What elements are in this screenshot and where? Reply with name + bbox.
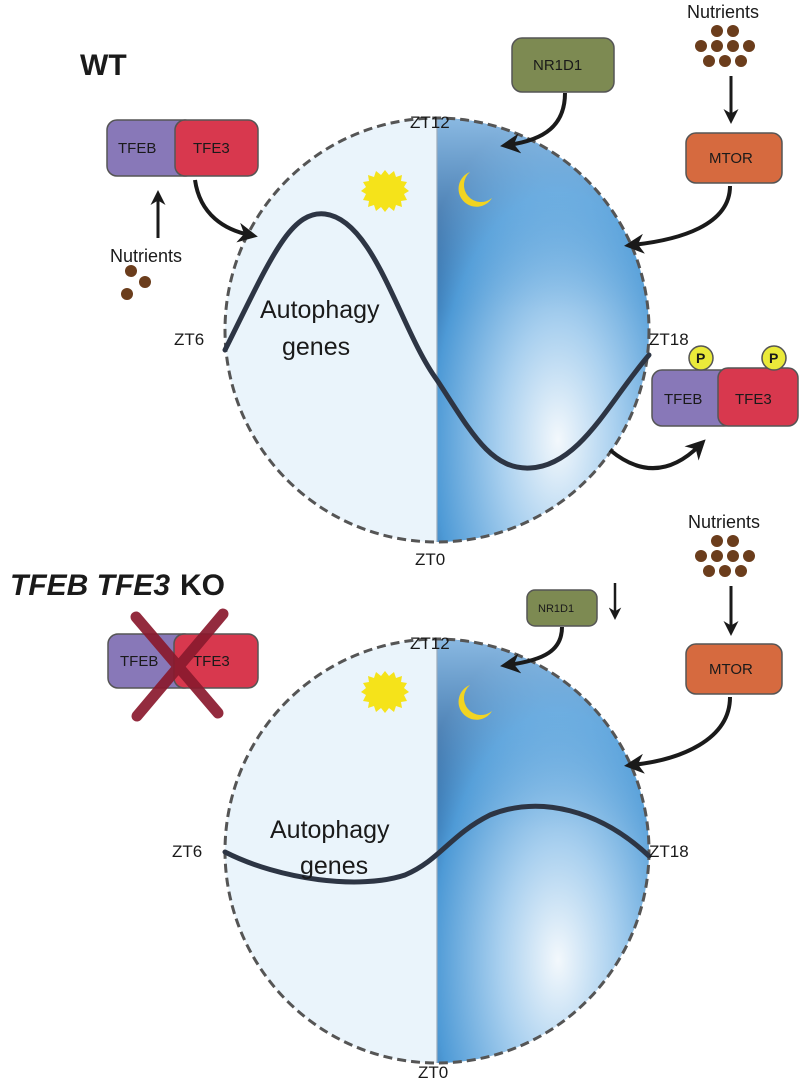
ko-tfeb-label: TFEB xyxy=(120,653,158,670)
wt-clock-border xyxy=(223,116,651,544)
wt-phospho-tfe3-box xyxy=(717,367,799,427)
ko-mtor-box: MTOR xyxy=(685,643,783,695)
wt-tfeb-label: TFEB xyxy=(118,140,156,157)
wt-mtor-label: MTOR xyxy=(709,150,753,167)
sun-icon xyxy=(361,170,409,212)
ko-zt18-label: ZT18 xyxy=(649,842,689,861)
ko-tfe3-label: TFE3 xyxy=(193,653,230,670)
wt-autophagy-curve xyxy=(222,211,652,471)
ko-nutrient-dots xyxy=(695,535,755,577)
wt-phospho-badge-tfe3 xyxy=(761,345,787,371)
wt-curve-label-1: Autophagy xyxy=(260,296,380,324)
wt-zt0-label: ZT0 xyxy=(415,550,445,569)
wt-phospho-tfe3-label: TFE3 xyxy=(735,391,772,408)
ko-autophagy-curve xyxy=(222,803,652,885)
wt-phospho-tfeb-label: TFEB xyxy=(664,391,702,408)
wt-nutrients-left-label: Nutrients xyxy=(110,246,182,266)
ko-zt12-label: ZT12 xyxy=(410,634,450,653)
wt-mtor-box: MTOR xyxy=(685,132,783,184)
wt-tfeb-activation-arrow xyxy=(193,179,258,243)
ko-sun-icon xyxy=(361,671,409,713)
wt-zt12-label: ZT12 xyxy=(410,113,450,132)
wt-zt18-label: ZT18 xyxy=(649,330,689,349)
ko-title: TFEB TFE3 KO xyxy=(10,569,225,602)
wt-nutrients-right-label: Nutrients xyxy=(687,2,759,22)
knockout-cross-icon xyxy=(130,608,229,722)
moon-icon xyxy=(458,172,492,207)
wt-panel: WT Autophagy genes ZT12 ZT0 ZT6 ZT18 TFE… xyxy=(80,2,799,569)
wt-phospho-tfeb-tfe3-complex: TFEB TFE3 P P xyxy=(651,345,799,427)
wt-mtor-arrow xyxy=(624,185,732,254)
wt-tfeb-tfe3-complex: TFEB TFE3 xyxy=(106,119,259,177)
wt-tfe3-label: TFE3 xyxy=(193,140,230,157)
ko-nr1d1-arrow xyxy=(500,626,564,674)
wt-zt6-label: ZT6 xyxy=(174,330,204,349)
ko-panel: TFEB TFE3 KO Autophagy genes ZT12 ZT0 ZT6… xyxy=(10,512,783,1081)
ko-nutrients-label: Nutrients xyxy=(688,512,760,532)
ko-moon-icon xyxy=(458,685,492,720)
wt-phospho-p-1: P xyxy=(696,350,705,366)
ko-zt0-label: ZT0 xyxy=(418,1063,448,1081)
wt-title: WT xyxy=(80,49,127,82)
ko-tfeb-tfe3-complex: TFEB TFE3 xyxy=(107,608,259,722)
wt-phospho-p-2: P xyxy=(769,350,778,366)
ko-title-genes: TFEB TFE3 xyxy=(10,569,170,602)
wt-curve-label-2: genes xyxy=(282,333,350,361)
wt-clock-circle xyxy=(223,116,651,544)
ko-title-suffix: KO xyxy=(180,569,225,602)
wt-nr1d1-label: NR1D1 xyxy=(533,57,582,74)
ko-mtor-arrow xyxy=(624,696,732,774)
wt-nr1d1-arrow xyxy=(500,92,567,154)
ko-nr1d1-label: NR1D1 xyxy=(538,603,574,615)
ko-zt6-label: ZT6 xyxy=(172,842,202,861)
wt-phospho-badge-tfeb xyxy=(688,345,714,371)
wt-nutrient-dots-right xyxy=(695,25,755,67)
wt-nutrient-dots-left xyxy=(121,265,151,300)
wt-phospho-arrow xyxy=(608,439,706,471)
ko-curve-label-1: Autophagy xyxy=(270,816,390,844)
ko-curve-label-2: genes xyxy=(300,852,368,880)
wt-tfe3-box xyxy=(174,119,259,177)
ko-nr1d1-box: NR1D1 xyxy=(526,589,598,627)
ko-mtor-label: MTOR xyxy=(709,661,753,678)
wt-nr1d1-box: NR1D1 xyxy=(511,37,615,93)
